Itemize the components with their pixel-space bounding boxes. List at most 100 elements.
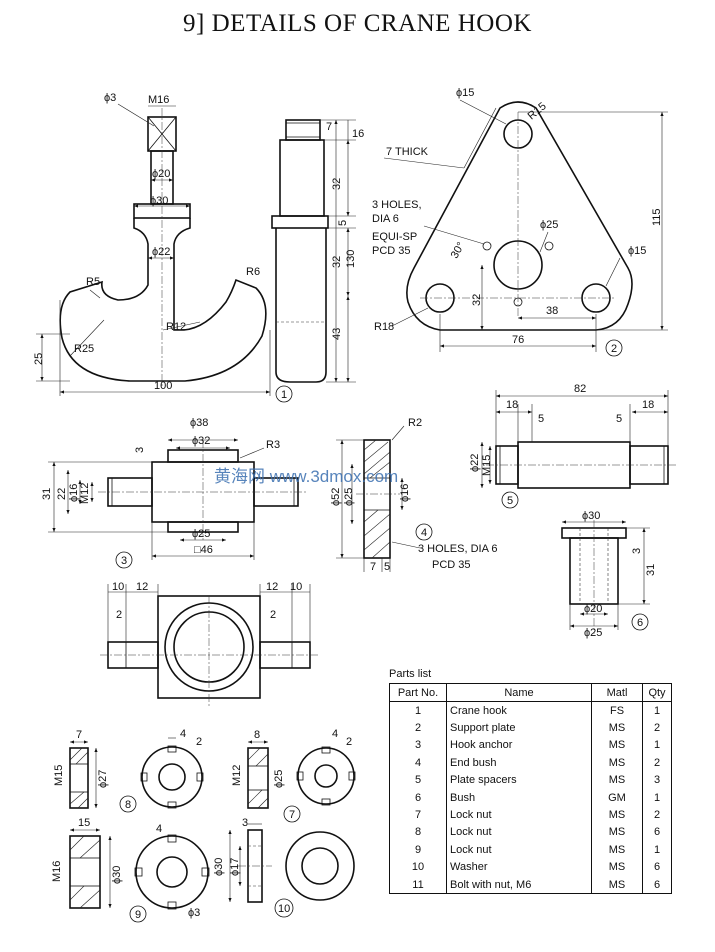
cell-matl: FS: [591, 701, 643, 720]
p8-dim: M15: [53, 765, 65, 786]
cell-name: Plate spacers: [446, 771, 592, 789]
col-header-part-no: Part No.: [389, 683, 447, 702]
cell-matl: GM: [591, 788, 643, 807]
cell-name: End bush: [446, 754, 592, 772]
cell-matl: MS: [591, 875, 643, 894]
part-5-plate-spacer: 82 18 5 5 18 ϕ22 M15 5: [469, 383, 678, 509]
part-8-callout: 8: [125, 799, 131, 811]
cell-part-no: 5: [389, 771, 447, 789]
p2-dim: 76: [512, 334, 524, 346]
cell-qty: 1: [642, 841, 672, 859]
cell-name: Hook anchor: [446, 736, 592, 755]
cell-qty: 1: [642, 788, 672, 807]
cell-part-no: 3: [389, 736, 447, 755]
p3-dim: ϕ38: [190, 417, 208, 429]
part-10-washer: 3 ϕ30 ϕ17 10: [213, 817, 355, 918]
part-1-front-view: ϕ3 M16 ϕ20 ϕ30 ϕ22 R5 R12 R25 25 100: [33, 92, 271, 396]
p2-dim: ϕ15: [456, 87, 474, 99]
p1-dim: 100: [154, 380, 172, 392]
p1-dim: 5: [337, 220, 349, 226]
p3-dim: 10: [290, 581, 302, 593]
p1-dim: 130: [345, 250, 357, 268]
cell-qty: 6: [642, 823, 672, 842]
p9-dim: 15: [78, 817, 90, 829]
p1-dim: ϕ30: [150, 195, 168, 207]
p3-dim: ϕ16: [68, 484, 80, 502]
p5-dim: M15: [481, 455, 493, 476]
cell-name: Bush: [446, 788, 592, 807]
p6-dim: 3: [631, 548, 643, 554]
cell-part-no: 4: [389, 754, 447, 772]
cell-qty: 3: [642, 771, 672, 789]
cell-matl: MS: [591, 841, 643, 859]
p2-dim: 3 HOLES,: [372, 199, 422, 211]
p2-dim: ϕ15: [628, 245, 646, 257]
p2-dim: 115: [651, 208, 663, 226]
p4-dim: ϕ16: [399, 484, 411, 502]
cell-part-no: 6: [389, 788, 447, 807]
cell-part-no: 11: [389, 875, 447, 894]
p10-dim: ϕ30: [213, 858, 225, 876]
p2-dim: ϕ25: [540, 219, 558, 231]
p2-dim: EQUI-SP: [372, 231, 417, 243]
p7-dim: M12: [231, 765, 243, 786]
cell-qty: 1: [642, 736, 672, 755]
p6-dim: ϕ25: [584, 627, 602, 639]
p5-dim: ϕ22: [469, 454, 481, 472]
p4-dim: 7: [370, 561, 376, 573]
cell-matl: MS: [591, 754, 643, 772]
cell-name: Bolt with nut, M6: [446, 875, 592, 894]
cell-part-no: 9: [389, 841, 447, 859]
p3-dim: 22: [56, 488, 68, 500]
p4-dim: ϕ52: [330, 488, 342, 506]
p3-dim: 2: [116, 609, 122, 621]
part-1-callout: 1: [281, 389, 287, 401]
cell-part-no: 7: [389, 806, 447, 824]
p1-dim: 7: [326, 121, 332, 133]
parts-list-caption: Parts list: [389, 668, 432, 680]
p7-dim: 8: [254, 729, 260, 741]
part-10-callout: 10: [278, 903, 290, 915]
p3-dim: ϕ25: [192, 528, 210, 540]
p8-dim: 4: [180, 728, 186, 740]
part-3-top-view: 10 12 12 10 2 2: [100, 581, 318, 708]
cell-part-no: 1: [389, 701, 447, 720]
p3-dim: 3: [134, 447, 146, 453]
p7-dim: 4: [332, 728, 338, 740]
p1-dim: R12: [166, 321, 186, 333]
p4-dim: ϕ25: [343, 488, 355, 506]
cell-name: Crane hook: [446, 701, 592, 720]
p1-dim: 16: [352, 128, 364, 140]
page-title: 9] DETAILS OF CRANE HOOK: [183, 10, 532, 37]
p2-dim: DIA 6: [372, 213, 399, 225]
parts-table-header: Part No. Name Matl Qty: [389, 683, 672, 702]
p3-dim: 12: [136, 581, 148, 593]
part-4-end-bush: R2 ϕ52 ϕ25 ϕ16 7 5 3 HOLES, DIA 6 PCD 35…: [330, 417, 497, 573]
p1-dim: R5: [86, 276, 100, 288]
p4-dim: R2: [408, 417, 422, 429]
p7-dim: 2: [346, 736, 352, 748]
p3-dim: 10: [112, 581, 124, 593]
p6-dim: 31: [645, 564, 657, 576]
part-4-callout: 4: [421, 527, 427, 539]
cell-part-no: 10: [389, 858, 447, 876]
p7-dim: ϕ25: [273, 770, 285, 788]
cell-qty: 6: [642, 875, 672, 894]
p4-dim: 5: [384, 561, 390, 573]
part-1-side-view: R6 7 16 32 5 32 130 43 1: [246, 119, 364, 403]
p1-dim: R6: [246, 266, 260, 278]
part-9-lock-nut: 15 M16 ϕ30 4 ϕ3 9: [51, 817, 210, 923]
p1-dim: ϕ22: [152, 246, 170, 258]
cell-qty: 2: [642, 719, 672, 737]
p3-dim: ϕ32: [192, 435, 210, 447]
part-2-support-plate: ϕ15 R15 7 THICK 3 HOLES, DIA 6 EQUI-SP P…: [372, 87, 668, 357]
cell-qty: 6: [642, 858, 672, 876]
part-8-lock-nut: 7 M15 ϕ27 4 2 8: [53, 728, 204, 813]
p5-dim: 5: [538, 413, 544, 425]
